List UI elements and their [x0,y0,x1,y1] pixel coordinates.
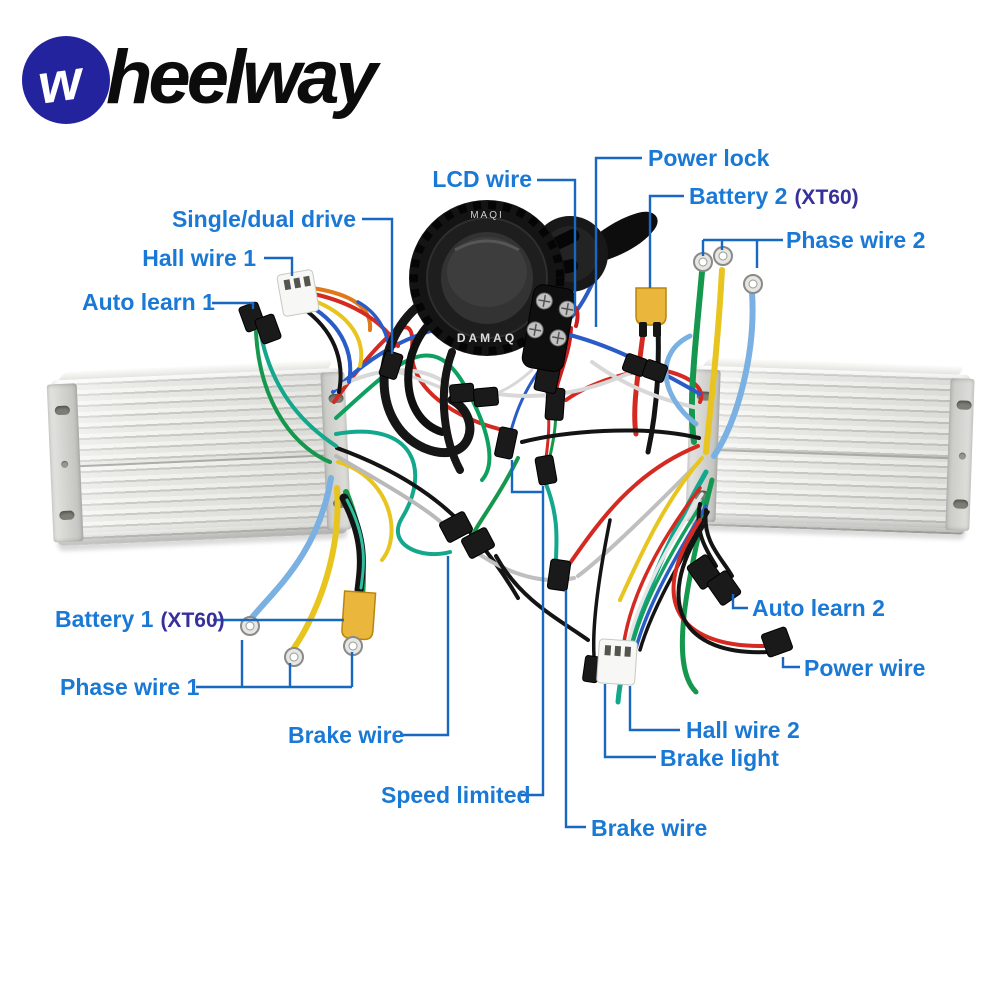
speed-limit-connector-b [534,454,558,486]
brand-logo-mark-icon: w [22,36,110,124]
label-battery-1: Battery 1(XT60) [55,606,225,632]
speed-limit-connector-a [494,426,518,460]
label-phase-wire-1: Phase wire 1 [60,674,200,700]
battery-1-xt60 [341,590,377,641]
hall-connectors [276,269,638,686]
label-brake-wire-1: Brake wire [288,722,405,748]
label-phase-wire-2: Phase wire 2 [786,227,926,253]
label-hall-wire-2: Hall wire 2 [686,717,800,743]
brand-logo: w heelway [18,30,378,126]
sm-connectors [238,301,793,684]
single-dual-drive-connector [378,350,404,380]
callout-lines [196,156,800,829]
label-power-lock: Power lock [648,145,770,171]
battery-2-xt60 [635,287,667,337]
label-auto-learn-2: Auto learn 2 [752,595,885,621]
label-hall-wire-1: Hall wire 1 [142,245,256,271]
label-speed-limited: Speed limited [381,782,531,808]
power-button [550,229,580,250]
hall-wire-1-connector [276,269,320,317]
battery-2-connector-code: (XT60) [794,186,859,209]
battery-1-connector-code: (XT60) [160,609,225,632]
hall-1-wires [254,286,458,464]
display-bottom-text: DAMAQ [457,331,517,345]
hall-wire-2-connector [596,638,638,686]
mount-bracket [521,284,576,373]
label-single-dual-drive: Single/dual drive [171,206,356,232]
brake-wire-1-connector [439,511,473,543]
lcd-throttle-unit: MAQI DAMAQ [409,200,658,373]
brand-name: heelway [106,35,378,120]
brake-wire-2-connector [546,558,572,592]
xt60-connectors [341,287,667,641]
phase-wire-1-rings [240,616,363,667]
label-brake-light: Brake light [660,745,779,771]
label-lcd-wire: LCD wire [432,166,532,192]
display-top-text: MAQI [470,210,504,221]
label-power-wire: Power wire [804,655,926,681]
power-wire-connector [761,626,793,658]
label-brake-wire-2: Brake wire [591,815,708,841]
label-auto-learn-1: Auto learn 1 [82,289,215,315]
label-battery-2: Battery 2(XT60) [689,183,859,209]
